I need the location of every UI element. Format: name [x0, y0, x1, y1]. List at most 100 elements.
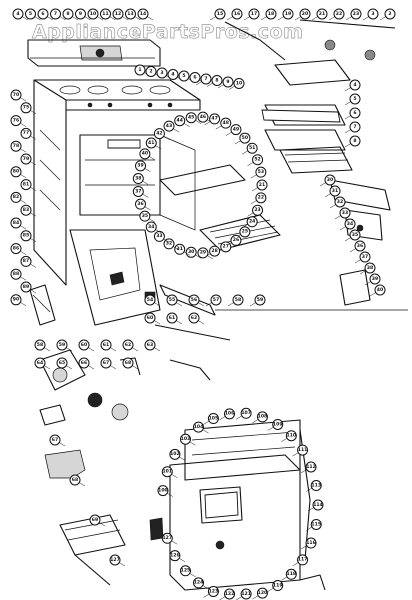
- callout-bubble: [132, 185, 144, 197]
- callout-bubble: [222, 76, 234, 88]
- callout-bubble: [224, 588, 236, 600]
- callout-oven_interior-0: 21: [251, 179, 268, 192]
- callout-bubble: [384, 8, 396, 20]
- callout-oven_side-5: 79: [20, 153, 37, 166]
- callout-number: 22: [258, 195, 264, 201]
- callout-oven_side-7: 81: [20, 179, 37, 191]
- callout-bubble: [224, 408, 236, 420]
- callout-bubble: [344, 218, 356, 230]
- callout-door_parts-8: 62: [188, 312, 205, 325]
- callout-bubble: [179, 433, 191, 445]
- callout-back_assembly-4: 104: [193, 421, 209, 434]
- callout-bubble: [156, 67, 168, 79]
- callout-number: 15: [217, 11, 223, 17]
- callout-door_parts-2: 56: [188, 294, 205, 307]
- callout-bubble: [349, 107, 361, 119]
- callout-number: 53: [258, 169, 264, 175]
- callout-burner_valve-8: 38: [359, 262, 376, 275]
- callout-upper_right-7: 22: [328, 8, 345, 21]
- callout-back_assembly-0: 100: [157, 485, 174, 497]
- callout-thermostat-2: 60: [78, 339, 95, 352]
- callout-burner_valve-0: 30: [319, 174, 336, 187]
- callout-bubble: [339, 207, 351, 219]
- callout-thermostat-7: 65: [56, 357, 73, 370]
- callout-upper_right-5: 20: [294, 8, 311, 21]
- callout-upper_right-3: 18: [260, 8, 277, 21]
- callout-bubble: [153, 230, 165, 242]
- callout-number: 38: [367, 265, 373, 271]
- callout-number: 65: [59, 360, 65, 366]
- callout-number: 120: [258, 590, 268, 596]
- callout-bubble: [239, 132, 251, 144]
- callout-number: 11: [102, 11, 108, 17]
- callout-bubble: [265, 8, 277, 20]
- callout-oven_side-10: 84: [10, 217, 27, 230]
- callout-back_assembly-9: 109: [267, 418, 284, 431]
- callout-oven_interior-24: 45: [185, 112, 202, 124]
- callout-bubble: [359, 251, 371, 263]
- callout-bubble: [20, 153, 32, 165]
- callout-bubble: [220, 117, 232, 129]
- callout-bubble: [135, 160, 147, 172]
- callout-number: 110: [287, 433, 297, 439]
- callout-number: 55: [169, 297, 175, 303]
- callout-number: 34: [148, 224, 154, 230]
- callout-number: 7: [353, 124, 356, 130]
- callout-number: 68: [125, 360, 131, 366]
- callout-back_assembly-2: 102: [169, 448, 186, 461]
- callout-number: 21: [259, 182, 265, 188]
- callout-number: 82: [13, 194, 19, 200]
- callout-number: 59: [257, 297, 263, 303]
- callout-door_parts-4: 58: [227, 294, 244, 307]
- callout-back_assembly-26: 126: [169, 550, 186, 562]
- callout-range_top_header-8: 12: [112, 8, 129, 21]
- callout-number: 37: [362, 254, 368, 260]
- callout-bubble: [272, 580, 284, 592]
- callout-bubble: [112, 8, 124, 20]
- callout-bubble: [163, 120, 175, 132]
- callout-number: 70: [13, 92, 19, 98]
- callout-bubble: [125, 8, 136, 20]
- callout-bubble: [232, 294, 244, 306]
- callout-number: 121: [241, 591, 251, 597]
- callout-bubble: [329, 185, 341, 197]
- callout-bubble: [367, 8, 379, 20]
- callout-number: 67: [103, 360, 109, 366]
- callout-number: 32: [166, 241, 172, 247]
- callout-number: 66: [81, 360, 87, 366]
- callout-number: 40: [377, 287, 383, 293]
- callout-bubble: [364, 262, 376, 274]
- callout-bubble: [37, 8, 49, 20]
- callout-number: 60: [147, 315, 153, 321]
- callout-number: 59: [59, 342, 65, 348]
- callout-bubble: [20, 127, 32, 139]
- callout-bubble: [167, 69, 179, 80]
- callout-bubble: [178, 70, 190, 82]
- callout-number: 87: [23, 258, 29, 264]
- callout-number: 77: [23, 130, 29, 136]
- callout-number: 42: [156, 130, 162, 136]
- callout-back_assembly-19: 119: [267, 580, 284, 592]
- callout-number: 3: [371, 11, 374, 17]
- callout-bubble: [10, 243, 22, 255]
- callout-back_assembly-13: 113: [306, 480, 322, 492]
- callout-broiler-3: 7: [344, 121, 361, 134]
- callout-bubble: [252, 154, 264, 166]
- callout-bubble: [144, 294, 156, 306]
- callout-number: 102: [170, 451, 180, 457]
- callout-number: 40: [142, 151, 148, 157]
- callout-bubble: [145, 66, 157, 77]
- callout-number: 88: [13, 271, 19, 277]
- callout-upper_right-0: 15: [209, 8, 226, 21]
- callout-number: 10: [90, 11, 96, 17]
- callout-range_top_header-3: 7: [50, 8, 66, 21]
- callout-broiler-4: 8: [344, 135, 361, 148]
- callout-back_assembly-20: 120: [252, 587, 268, 600]
- callout-number: 5: [182, 73, 185, 79]
- callout-range_front-0: 1: [134, 64, 151, 77]
- callout-bubble: [246, 142, 258, 154]
- callout-bubble: [349, 229, 361, 241]
- callout-number: 7: [54, 11, 57, 17]
- callout-range_top_header-0: 4: [12, 8, 29, 21]
